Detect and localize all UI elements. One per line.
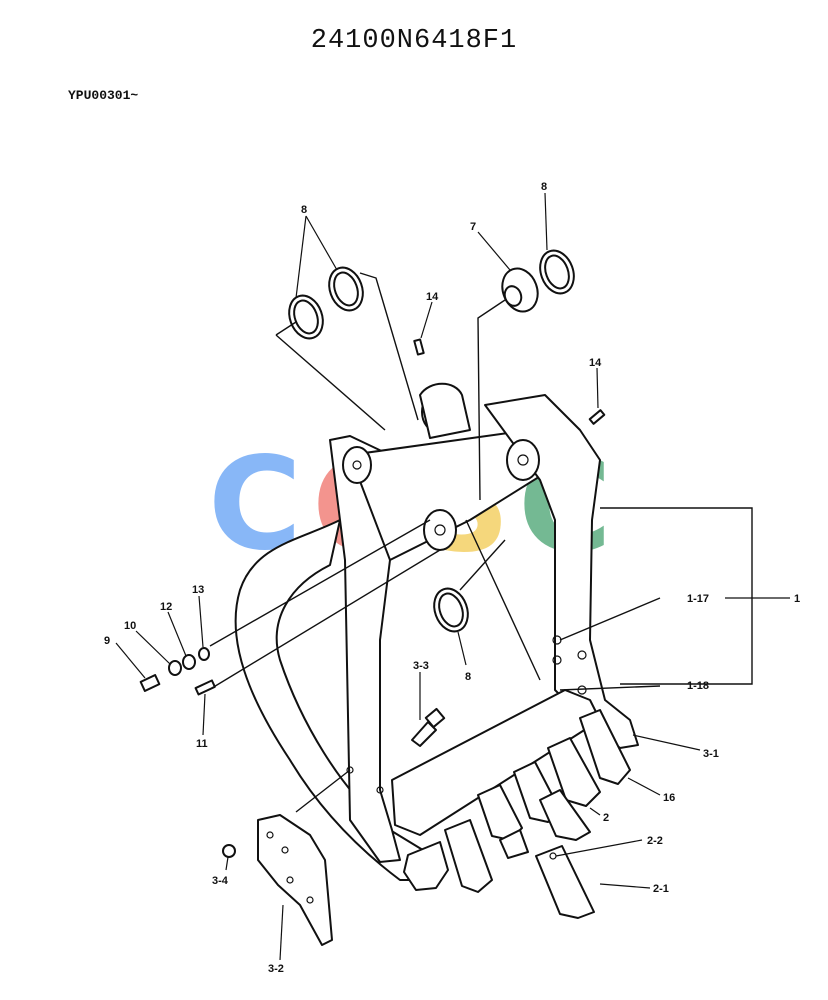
assembly-guide-lines bbox=[209, 272, 753, 813]
callout-leaders bbox=[115, 192, 790, 961]
callout-14-left: 14 bbox=[426, 291, 439, 303]
callout-8-lower: 8 bbox=[465, 671, 471, 683]
part-number-title: 24100N6418F1 bbox=[310, 26, 518, 56]
callout-3-2: 3-2 bbox=[268, 963, 284, 975]
side-cutter-plate bbox=[222, 707, 446, 946]
callout-9: 9 bbox=[104, 635, 110, 647]
seal-rings bbox=[288, 249, 575, 633]
callout-1: 1 bbox=[794, 593, 800, 605]
callout-8-left: 8 bbox=[301, 204, 307, 216]
callout-12: 12 bbox=[160, 601, 172, 613]
callout-16: 16 bbox=[663, 792, 675, 804]
callout-13: 13 bbox=[192, 584, 204, 596]
callout-1-17: 1-17 bbox=[687, 593, 709, 605]
callout-3-1: 3-1 bbox=[703, 748, 719, 760]
bucket-body bbox=[234, 382, 639, 881]
callout-11: 11 bbox=[196, 738, 208, 750]
serial-range-label: YPU00301~ bbox=[68, 88, 139, 103]
callout-labels: 8 8 8 7 14 14 13 12 10 9 11 3-3 1-17 1 1… bbox=[104, 181, 800, 975]
callout-3-3: 3-3 bbox=[413, 660, 429, 672]
callout-8-right: 8 bbox=[541, 181, 547, 193]
callout-2-1: 2-1 bbox=[653, 883, 669, 895]
loose-tooth-assembly bbox=[535, 845, 595, 919]
bucket-teeth bbox=[403, 709, 631, 893]
callout-7: 7 bbox=[470, 221, 476, 233]
callout-10: 10 bbox=[124, 620, 136, 632]
callout-2: 2 bbox=[603, 812, 609, 824]
callout-1-18: 1-18 bbox=[687, 680, 709, 692]
callout-14-right: 14 bbox=[589, 357, 602, 369]
bolt-hardware bbox=[139, 338, 606, 696]
callout-2-2: 2-2 bbox=[647, 835, 663, 847]
callout-3-4: 3-4 bbox=[212, 875, 229, 887]
